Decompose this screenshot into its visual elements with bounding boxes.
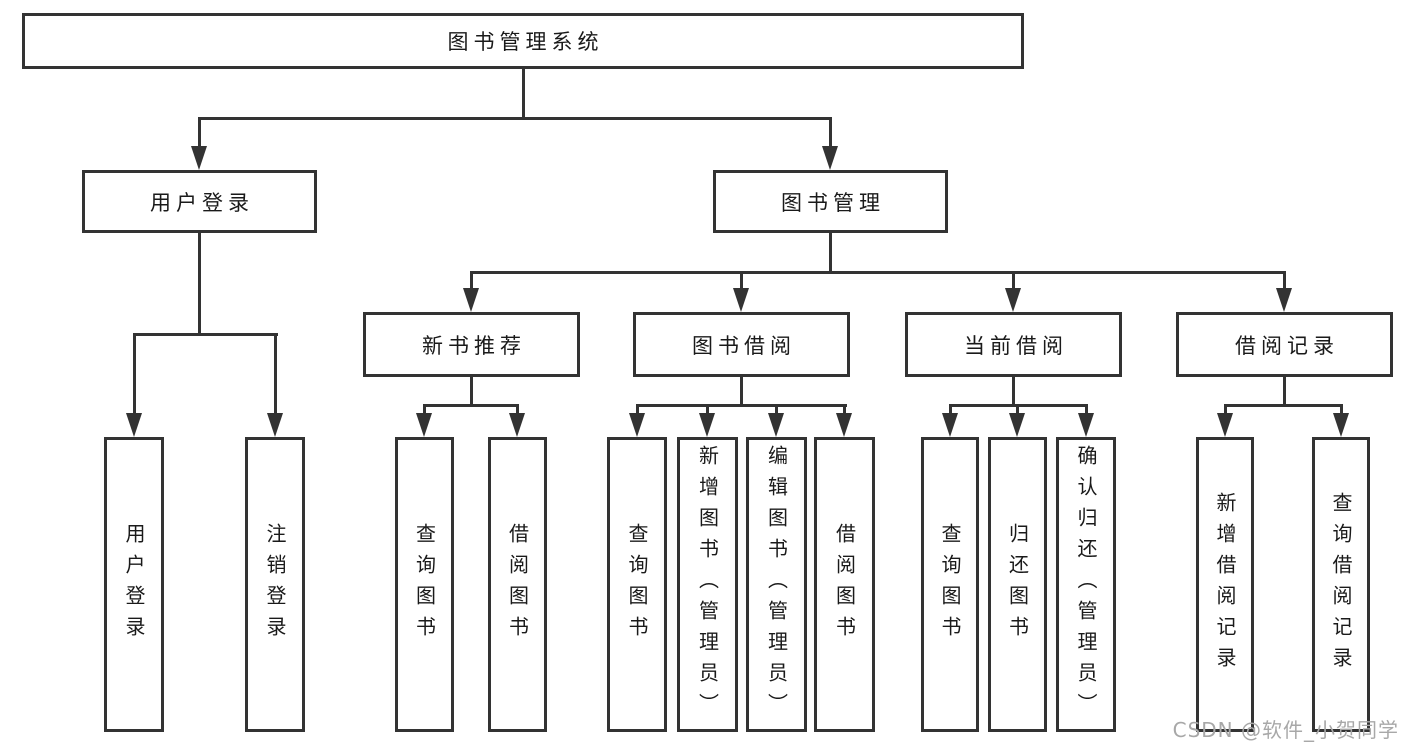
- leaf-confirm-return-admin: 确认归还（管理员）: [1056, 437, 1116, 732]
- arrow-down-icon: [1077, 413, 1094, 437]
- leaf-add-books-admin: 新增图书（管理员）: [677, 437, 738, 732]
- connector-line: [1223, 404, 1343, 407]
- connector-line: [1016, 404, 1019, 416]
- arrow-down-icon: [836, 413, 852, 437]
- arrow-down-icon: [1005, 288, 1021, 312]
- connector-line: [521, 69, 525, 120]
- connector-line: [706, 404, 709, 416]
- arrow-down-icon: [125, 413, 142, 437]
- arrow-down-icon: [190, 146, 207, 170]
- connector-line: [843, 404, 846, 416]
- arrow-down-icon: [1276, 288, 1292, 312]
- leaf-query-books: 查询图书: [921, 437, 979, 732]
- connector-line: [1012, 271, 1015, 290]
- leaf-query-books: 查询图书: [607, 437, 667, 732]
- node-current-borrow: 当前借阅: [905, 312, 1122, 377]
- connector-line: [423, 404, 519, 407]
- leaf-borrow-books: 借阅图书: [814, 437, 875, 732]
- arrow-down-icon: [941, 413, 958, 437]
- connector-line: [1283, 377, 1286, 406]
- connector-line: [197, 117, 201, 148]
- leaf-query-borrow-record: 查询借阅记录: [1312, 437, 1370, 732]
- arrow-down-icon: [699, 413, 715, 437]
- connector-line: [470, 271, 1286, 274]
- node-book-management: 图书管理: [713, 170, 948, 233]
- arrow-down-icon: [628, 413, 645, 437]
- leaf-borrow-books: 借阅图书: [488, 437, 547, 732]
- connector-line: [470, 271, 473, 290]
- leaf-user-login: 用户登录: [104, 437, 164, 732]
- csdn-watermark: CSDN @软件_小贺同学: [1172, 718, 1399, 742]
- arrow-down-icon: [1332, 413, 1349, 437]
- arrow-down-icon: [733, 288, 749, 312]
- node-borrow-records: 借阅记录: [1176, 312, 1393, 377]
- leaf-query-books: 查询图书: [395, 437, 454, 732]
- arrow-down-icon: [416, 413, 432, 437]
- connector-line: [1339, 404, 1343, 416]
- node-book-borrow: 图书借阅: [633, 312, 850, 377]
- connector-line: [948, 404, 952, 416]
- connector-line: [470, 377, 473, 406]
- node-new-book-recommend: 新书推荐: [363, 312, 580, 377]
- connector-line: [740, 377, 743, 406]
- connector-line: [197, 117, 832, 120]
- connector-line: [1012, 377, 1015, 406]
- connector-line: [1223, 404, 1227, 416]
- arrow-down-icon: [463, 288, 479, 312]
- arrow-down-icon: [768, 413, 784, 437]
- connector-line: [132, 333, 278, 336]
- leaf-return-books: 归还图书: [988, 437, 1047, 732]
- connector-line: [828, 233, 832, 274]
- connector-line: [635, 404, 639, 416]
- arrow-down-icon: [1009, 413, 1025, 437]
- arrow-down-icon: [509, 413, 525, 437]
- connector-line: [197, 233, 201, 336]
- connector-line: [1084, 404, 1088, 416]
- node-root-system: 图书管理系统: [22, 13, 1024, 69]
- connector-line: [1283, 271, 1286, 290]
- connector-line: [828, 117, 832, 148]
- connector-line: [423, 404, 426, 416]
- arrow-down-icon: [1216, 413, 1233, 437]
- connector-line: [740, 271, 743, 290]
- leaf-edit-books-admin: 编辑图书（管理员）: [746, 437, 807, 732]
- arrow-down-icon: [266, 413, 283, 437]
- connector-line: [775, 404, 778, 416]
- arrow-down-icon: [821, 146, 838, 170]
- leaf-logout: 注销登录: [245, 437, 305, 732]
- connector-line: [516, 404, 519, 416]
- connector-line: [635, 404, 847, 407]
- connector-line: [132, 333, 136, 415]
- connector-line: [273, 333, 277, 415]
- node-user-login: 用户登录: [82, 170, 317, 233]
- leaf-add-borrow-record: 新增借阅记录: [1196, 437, 1254, 732]
